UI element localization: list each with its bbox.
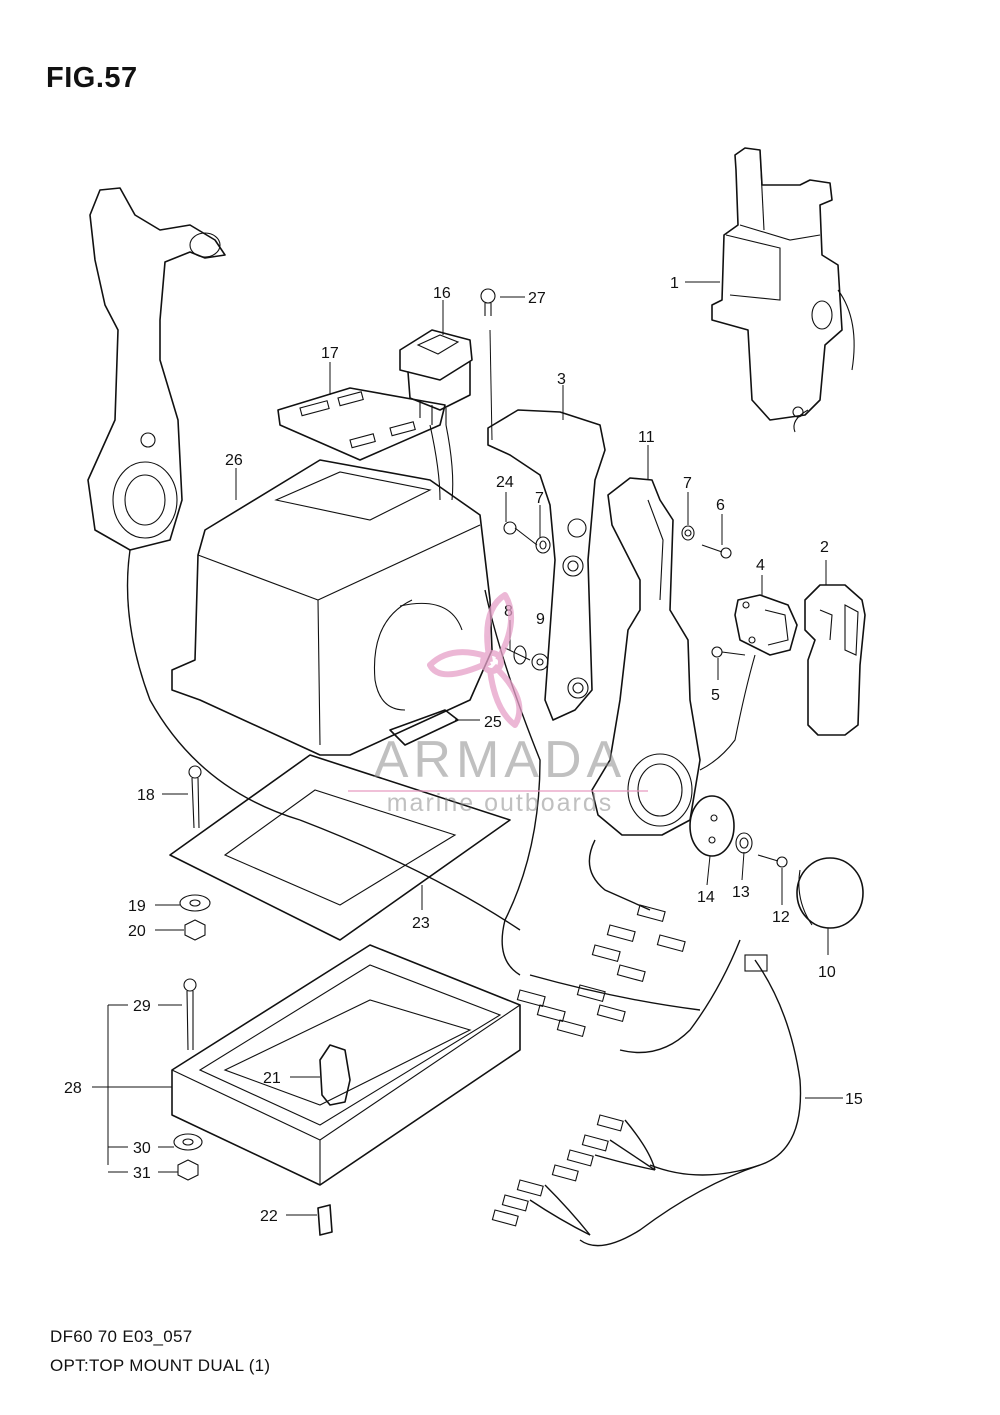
watermark-propeller-icon <box>427 592 523 728</box>
callout-3: 3 <box>557 371 566 388</box>
callout-7b: 7 <box>683 475 692 492</box>
part-31-nut <box>177 1159 199 1181</box>
part-15-wire-harness <box>491 839 802 1247</box>
part-12-bolt <box>757 854 788 868</box>
figure-title: FIG.57 <box>46 62 138 94</box>
part-17-plate <box>277 387 446 461</box>
part-1-control-unit <box>711 147 855 433</box>
callout-1: 1 <box>670 275 679 292</box>
callout-27: 27 <box>528 290 546 307</box>
callout-10: 10 <box>818 964 836 981</box>
part-23-gasket <box>169 754 511 941</box>
callout-28: 28 <box>64 1080 82 1097</box>
part-3-bracket <box>487 409 606 721</box>
left-control-lever <box>87 187 541 976</box>
callout-labels: 1 2 3 4 5 6 7 7 8 9 10 11 12 13 14 15 16… <box>64 275 863 1225</box>
callout-14: 14 <box>697 889 715 906</box>
callout-15: 15 <box>845 1091 863 1108</box>
part-28-base <box>171 944 521 1186</box>
callout-11: 11 <box>638 429 655 446</box>
callout-12: 12 <box>772 909 790 926</box>
part-13-washer <box>735 832 753 854</box>
callout-26: 26 <box>225 452 243 469</box>
callout-5: 5 <box>711 687 720 704</box>
callout-17: 17 <box>321 345 339 362</box>
callout-31: 31 <box>133 1165 151 1182</box>
callout-30: 30 <box>133 1140 151 1157</box>
part-4-switch <box>699 594 798 771</box>
leader-lines <box>92 281 843 1216</box>
callout-7a: 7 <box>535 490 544 507</box>
callout-13: 13 <box>732 884 750 901</box>
part-21-knob <box>319 1044 351 1106</box>
callout-25: 25 <box>484 714 502 731</box>
callout-9: 9 <box>536 611 545 628</box>
part-26-housing <box>171 459 493 756</box>
callout-24: 24 <box>496 474 514 491</box>
part-24-bolt <box>503 521 538 546</box>
callout-2: 2 <box>820 539 829 556</box>
callout-16: 16 <box>433 285 451 302</box>
part-20-nut <box>184 919 206 941</box>
callout-4: 4 <box>756 557 765 574</box>
part-22-clip <box>317 1204 333 1236</box>
callout-23: 23 <box>412 915 430 932</box>
part-5-screw <box>711 646 746 658</box>
part-29-screw <box>183 978 197 1051</box>
part-27-screw <box>480 288 496 441</box>
part-19-washer <box>179 894 211 912</box>
callout-19: 19 <box>128 898 146 915</box>
part-30-washer <box>173 1133 203 1151</box>
callout-22: 22 <box>260 1208 278 1225</box>
part-8-9-pin-and-collar <box>504 645 549 671</box>
callout-20: 20 <box>128 923 146 940</box>
part-11-lever-arm <box>591 477 701 836</box>
callout-29: 29 <box>133 998 151 1015</box>
part-6-screw <box>701 544 732 559</box>
callout-21: 21 <box>263 1070 281 1087</box>
part-2-cover <box>804 584 866 736</box>
callout-6: 6 <box>716 497 725 514</box>
figure-description: OPT:TOP MOUNT DUAL (1) <box>50 1356 271 1375</box>
part-16-rocker-switch <box>399 329 473 501</box>
part-18-screw <box>188 765 202 829</box>
part-14-plate <box>689 795 735 857</box>
callout-18: 18 <box>137 787 155 804</box>
model-code: DF60 70 E03_057 <box>50 1327 193 1346</box>
part-10-cap <box>796 857 864 929</box>
part-7-washers <box>535 525 695 554</box>
